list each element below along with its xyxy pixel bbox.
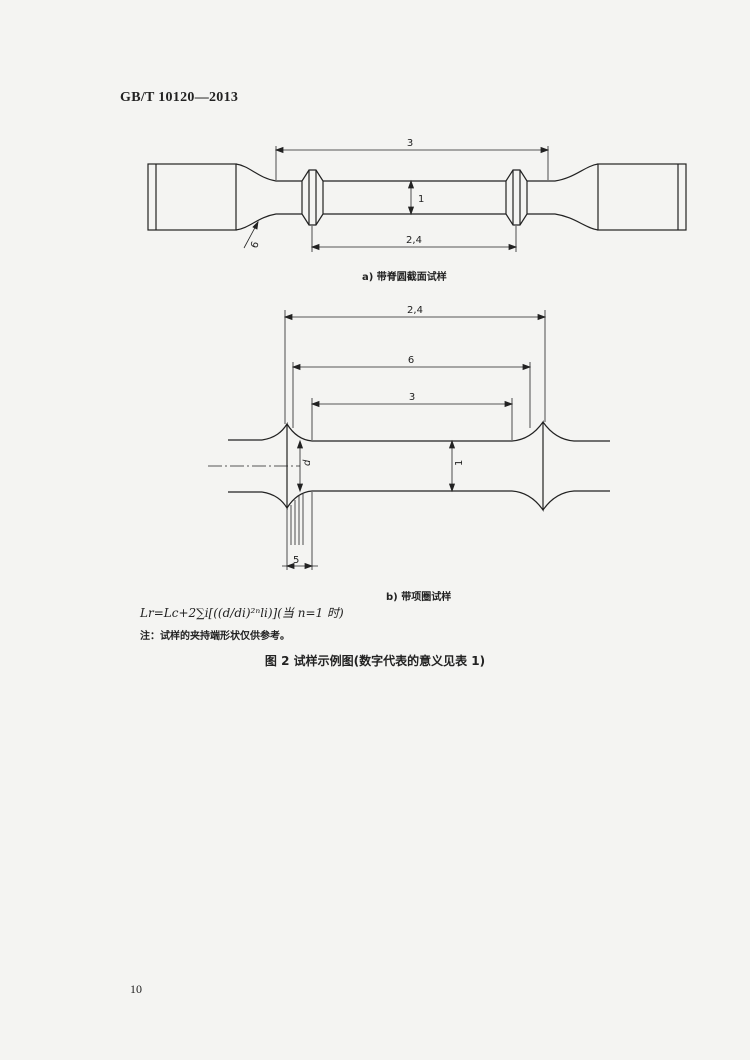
label-b-top: 2,4 (407, 305, 423, 316)
page-number: 10 (130, 982, 142, 996)
standard-code: GB/T 10120—2013 (120, 90, 239, 105)
caption-a: a) 带脊圆截面试样 (362, 272, 447, 283)
figure-note: 注：试样的夹持端形状仅供参考。 (140, 631, 290, 642)
right-grip (597, 163, 687, 231)
label-a-bottom: 2,4 (406, 235, 422, 246)
label-a-middle: 1 (418, 194, 424, 205)
label-b-third: 3 (409, 392, 415, 403)
left-ridge (301, 169, 324, 226)
label-b-vertical: 1 (454, 460, 465, 466)
label-b-bottom: 5 (293, 555, 299, 566)
formula: Lr=Lc+2∑i[((d/di)²ⁿli)](当 n=1 时) (140, 606, 344, 620)
figure-title: 图 2 试样示例图(数字代表的意义见表 1) (264, 654, 486, 668)
label-a-side: 6 (249, 240, 262, 250)
right-collar (511, 420, 544, 512)
label-b-diameter: d (302, 459, 313, 466)
left-grip (147, 163, 237, 231)
label-a-top: 3 (407, 138, 413, 149)
right-ridge (505, 169, 528, 226)
right-fillet (527, 163, 599, 231)
caption-b: b) 带项圈试样 (386, 592, 452, 603)
label-b-second: 6 (408, 355, 414, 366)
left-fillet (235, 163, 302, 231)
